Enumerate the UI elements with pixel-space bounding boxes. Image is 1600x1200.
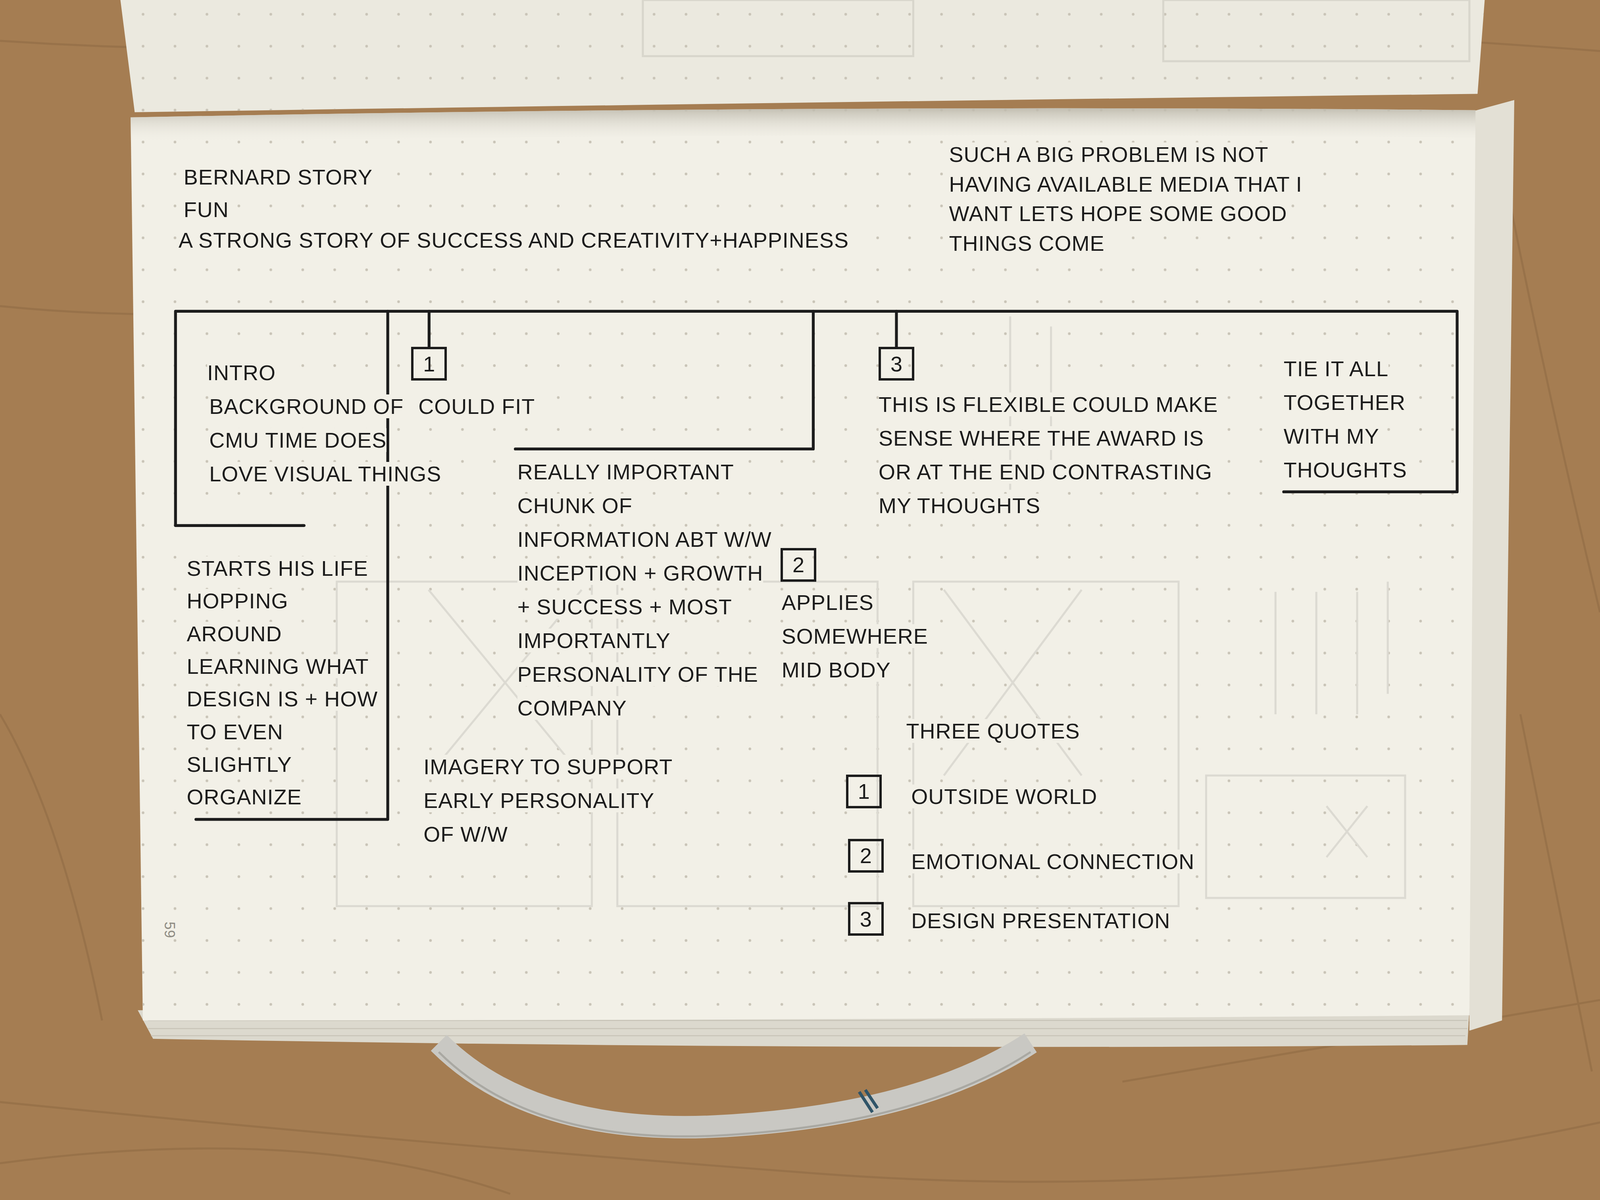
handwritten-note: TIE IT ALL TOGETHER WITH MY THOUGHTS [1283, 356, 1408, 482]
handwritten-note-block: INTRO [207, 355, 276, 390]
handwritten-note-block: REALLY IMPORTANT CHUNK OF INFORMATION AB… [517, 455, 778, 725]
callout-number: 3 [890, 351, 903, 377]
number-box: 1 [411, 346, 447, 381]
callout-number: 1 [857, 778, 870, 804]
handwritten-note-block: COULD FIT [418, 389, 535, 424]
number-box: 2 [780, 548, 817, 582]
bleed-through-sketches [336, 316, 1406, 906]
handwritten-note: STARTS HIS LIFE HOPPING AROUND LEARNING … [186, 556, 379, 809]
frame-line [175, 311, 1458, 526]
gutter-shadow [130, 108, 1476, 143]
handwritten-note: DESIGN PRESENTATION [911, 908, 1171, 933]
title-text-block: BERNARD STORY [183, 160, 373, 195]
handwritten-note: BACKGROUND OF CMU TIME DOES LOVE VISUAL … [209, 394, 442, 486]
handwritten-note: COULD FIT [418, 394, 535, 419]
bracket-line [515, 311, 814, 449]
handwritten-note: OUTSIDE WORLD [911, 784, 1098, 809]
handwritten-note: SUCH A BIG PROBLEM IS NOT HAVING AVAILAB… [948, 142, 1302, 256]
handwritten-note-block: FUN [183, 192, 229, 227]
callout-number: 3 [859, 906, 872, 932]
handwritten-note: THREE QUOTES [905, 719, 1080, 743]
handwritten-note-block: SUCH A BIG PROBLEM IS NOT HAVING AVAILAB… [948, 139, 1329, 258]
handwritten-note: INTRO [207, 360, 276, 385]
ribbon-thread [859, 1089, 878, 1113]
handwritten-note: THIS IS FLEXIBLE COULD MAKE SENSE WHERE … [878, 392, 1218, 518]
handwritten-note: 59 [161, 921, 178, 939]
previous-page-dots [120, 0, 1485, 113]
number-box: 3 [878, 346, 915, 381]
tick-line [894, 311, 898, 347]
dot-grid [130, 108, 1476, 1021]
outline-frame [175, 311, 1458, 820]
callout-number: 2 [792, 552, 805, 577]
title-text: BERNARD STORY [183, 165, 373, 189]
handwritten-note-block: DESIGN PRESENTATION [911, 903, 1171, 938]
handwritten-note: EMOTIONAL CONNECTION [911, 849, 1195, 874]
wood-grain [0, 19, 1600, 1194]
handwritten-note-block: THREE QUOTES [905, 714, 1080, 749]
number-box: 2 [848, 838, 884, 873]
page-edges [148, 1020, 1468, 1036]
handwritten-note-block: 59 [152, 921, 187, 939]
handwritten-note-block: APPLIES SOMEWHERE MID BODY [781, 585, 925, 687]
handwritten-note-block: EMOTIONAL CONNECTION [911, 844, 1195, 879]
number-box: 3 [848, 901, 884, 936]
underline [175, 524, 304, 527]
tick-line [427, 311, 431, 347]
page-stack-right [1469, 100, 1515, 1031]
handwritten-note-block: TIE IT ALL TOGETHER WITH MY THOUGHTS [1283, 351, 1447, 487]
number-box: 1 [846, 774, 882, 809]
callout-number: 1 [423, 351, 435, 377]
handwritten-note: FUN [183, 197, 229, 222]
handwritten-note-block: STARTS HIS LIFE HOPPING AROUND LEARNING … [186, 551, 386, 814]
ribbon-bookmark [438, 1042, 1031, 1128]
callout-number: 2 [859, 843, 872, 868]
handwritten-note: A STRONG STORY OF SUCCESS AND CREATIVITY… [178, 228, 849, 252]
handwritten-note-block: BACKGROUND OF CMU TIME DOES LOVE VISUAL … [209, 389, 444, 491]
ribbon-edge [438, 1051, 1031, 1137]
handwritten-note: REALLY IMPORTANT CHUNK OF INFORMATION AB… [517, 459, 772, 720]
notebook-page [130, 108, 1476, 1021]
handwritten-note: APPLIES SOMEWHERE MID BODY [781, 590, 929, 682]
handwritten-note-block: OUTSIDE WORLD [911, 779, 1098, 814]
handwritten-note-block: A STRONG STORY OF SUCCESS AND CREATIVITY… [178, 223, 849, 258]
previous-page-bleed [642, 0, 1470, 62]
previous-page [120, 0, 1485, 113]
handwritten-note-block: IMAGERY TO SUPPORT EARLY PERSONALITY OF … [423, 750, 679, 852]
handwritten-note: IMAGERY TO SUPPORT EARLY PERSONALITY OF … [423, 754, 673, 847]
handwritten-note-block: THIS IS FLEXIBLE COULD MAKE SENSE WHERE … [878, 387, 1221, 523]
